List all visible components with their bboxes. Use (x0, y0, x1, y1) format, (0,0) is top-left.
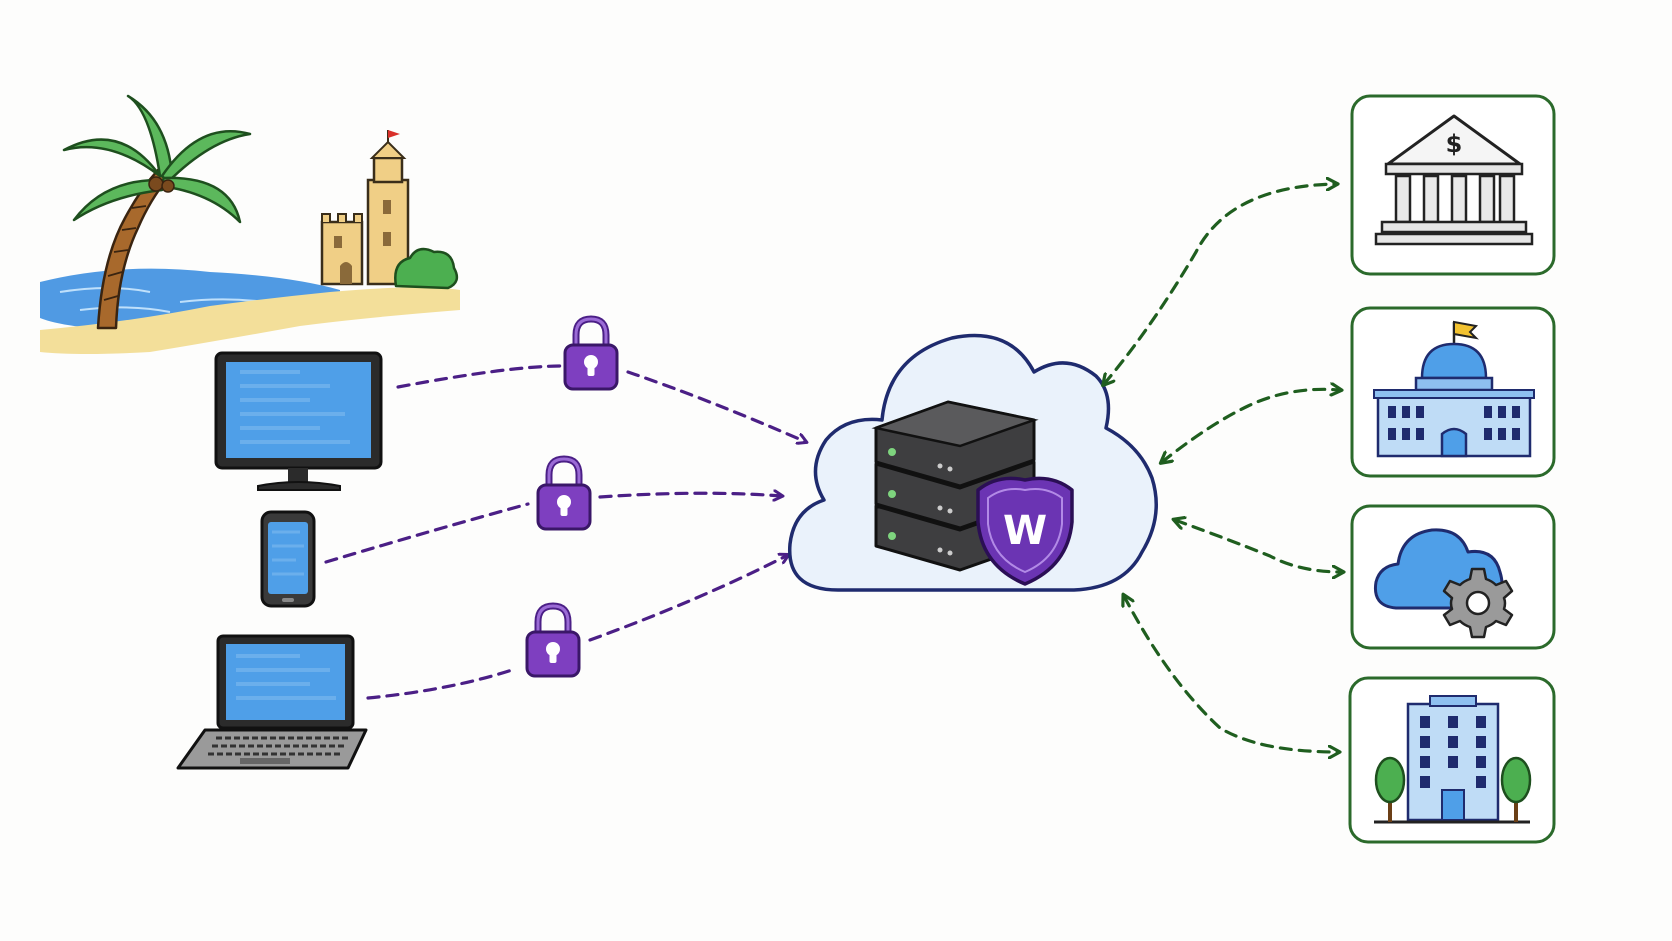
secure-link-phone (324, 502, 530, 564)
tree-icon (1374, 756, 1406, 822)
capitol-building-icon (1373, 320, 1535, 458)
remote-location-scene (40, 94, 460, 354)
shield-icon: W (976, 476, 1074, 586)
tree-icon (1500, 756, 1532, 822)
palm-tree-icon (62, 94, 252, 330)
smartphone-icon[interactable] (260, 510, 316, 608)
castle-tower-icon (320, 130, 410, 286)
laptop-icon[interactable] (176, 634, 368, 770)
integration-link-office (1124, 596, 1338, 752)
service-box-cloud-service[interactable] (1350, 504, 1556, 650)
lock-icon (536, 455, 592, 531)
secure-link-desktop (396, 364, 564, 389)
integration-link-bank (1104, 184, 1336, 384)
service-box-bank[interactable]: $ (1350, 94, 1556, 276)
lock-icon (563, 315, 619, 391)
secure-link-desktop-arrow (626, 370, 806, 442)
office-building-icon (1374, 695, 1532, 824)
integration-link-cloud-service (1175, 520, 1342, 572)
integration-links (1104, 184, 1342, 752)
secure-link-phone-arrow (598, 493, 782, 497)
cloud-hub[interactable]: W (788, 333, 1158, 592)
service-box-government[interactable] (1350, 306, 1556, 478)
integration-link-government (1162, 389, 1340, 462)
cloud-gear-icon (1373, 528, 1514, 639)
shield-letter: W (1003, 508, 1047, 554)
bank-symbol: $ (1446, 130, 1463, 158)
secure-links (324, 364, 806, 700)
desktop-monitor-icon[interactable] (214, 351, 383, 491)
bank-icon: $ (1374, 114, 1534, 246)
service-box-office[interactable] (1348, 676, 1556, 844)
secure-link-laptop (366, 668, 514, 700)
secure-link-laptop-arrow (588, 555, 788, 642)
lock-icon (525, 602, 581, 678)
bush-icon (394, 247, 459, 290)
